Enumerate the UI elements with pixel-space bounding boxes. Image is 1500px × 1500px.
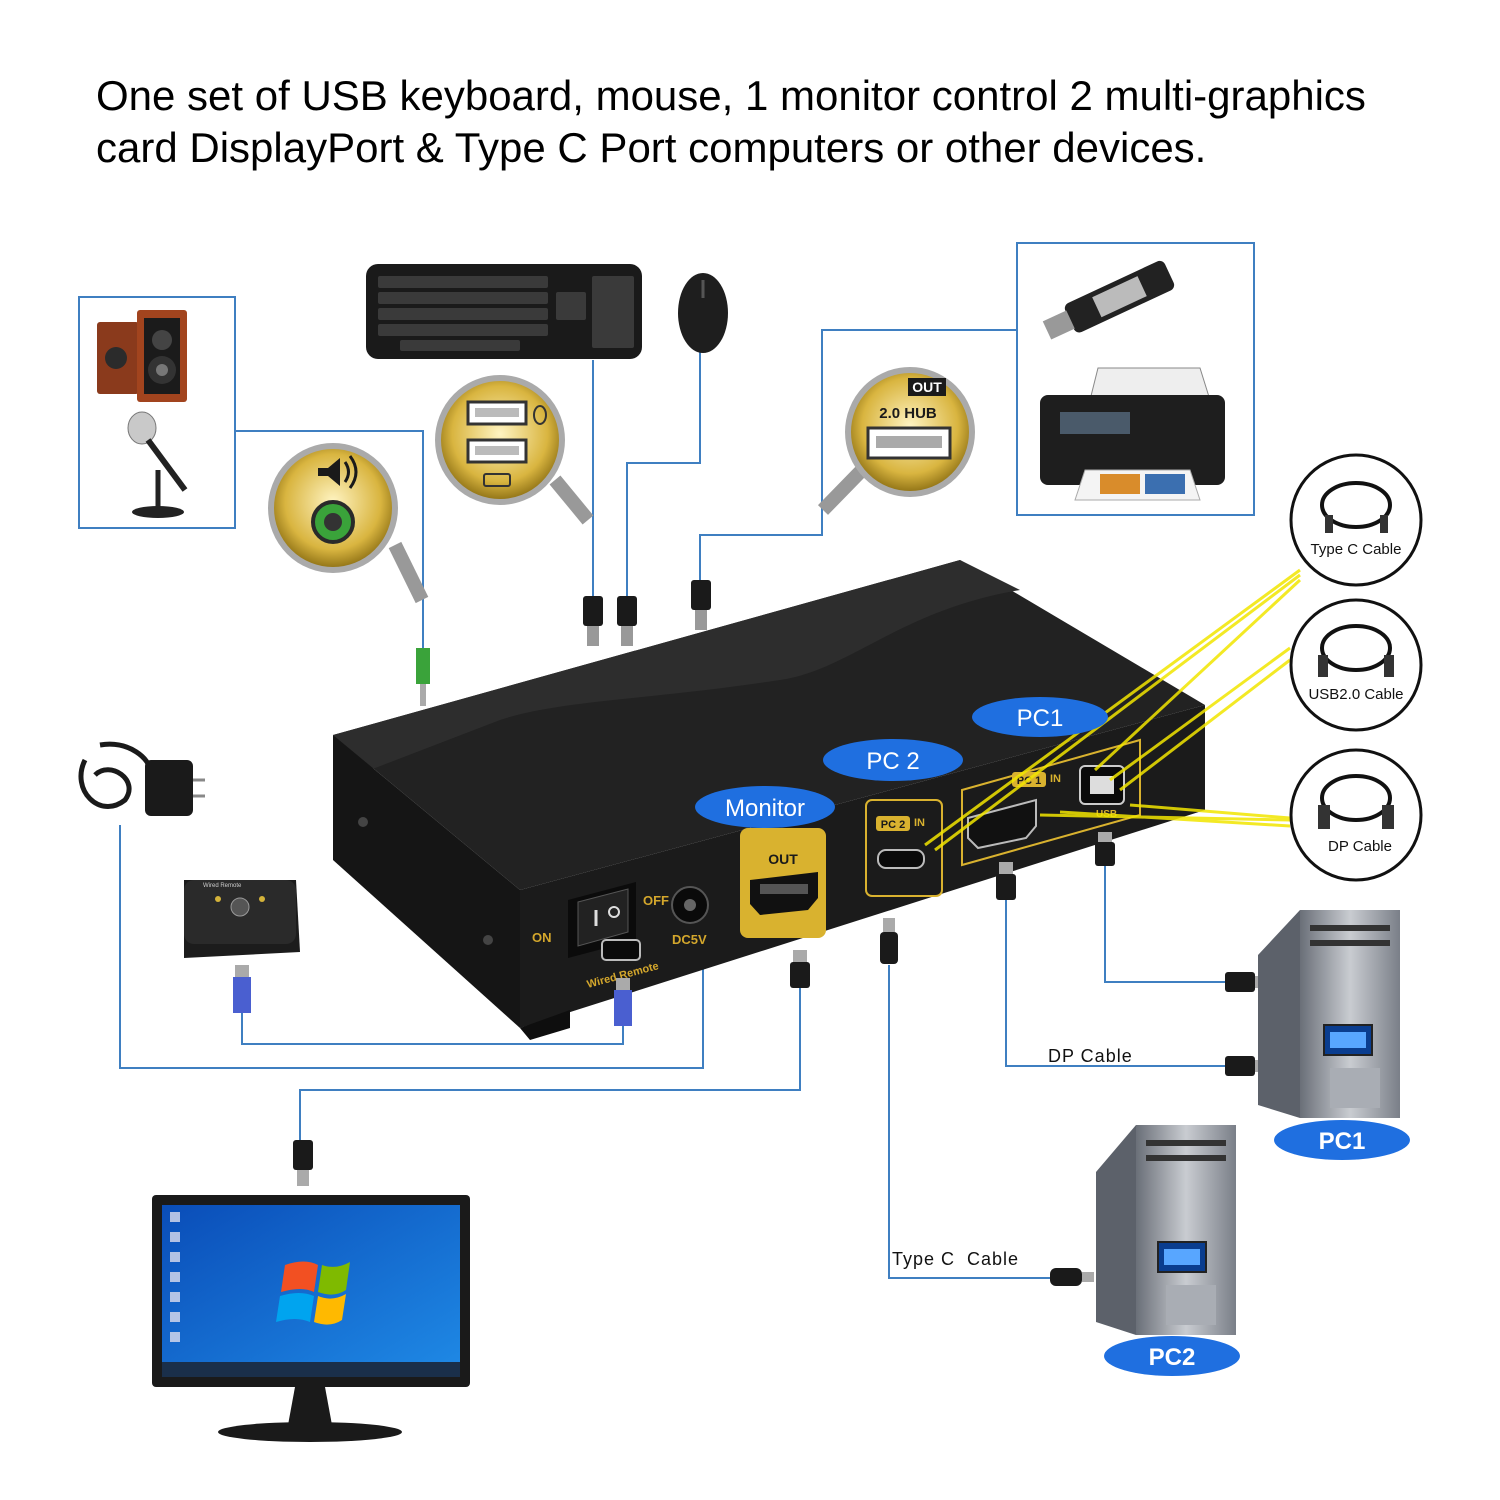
headline-line-1: One set of USB keyboard, mouse, 1 monito… bbox=[96, 72, 1366, 119]
remote-plug bbox=[614, 978, 632, 1026]
dp-line bbox=[1005, 900, 1225, 1067]
dp-cable-wire-label: DP Cable bbox=[1048, 1046, 1133, 1066]
dp-plug bbox=[790, 950, 810, 988]
off-label: OFF bbox=[643, 893, 669, 908]
speaker-volume-icon bbox=[318, 455, 358, 489]
dp-plug bbox=[996, 862, 1016, 900]
kvm-left-side bbox=[333, 735, 520, 1028]
connection-lines bbox=[119, 329, 1225, 1279]
dc5v-label: DC5V bbox=[672, 932, 707, 947]
keyboard-icon bbox=[366, 264, 642, 359]
type-c-cable-wire-label: Type C Cable bbox=[892, 1249, 1019, 1269]
headline-line-2: card DisplayPort & Type C Port computers… bbox=[96, 124, 1207, 171]
hub-line bbox=[699, 329, 1017, 590]
pc2-tower bbox=[1096, 1125, 1236, 1335]
usb-plug bbox=[691, 580, 711, 630]
monitor-callout: Monitor bbox=[695, 786, 835, 828]
usb2-cable-circle-label: USB2.0 Cable bbox=[1308, 686, 1403, 703]
typec-line bbox=[888, 965, 1050, 1279]
monitor-plug bbox=[293, 1140, 313, 1186]
remote-box-label: Wired Remote bbox=[203, 883, 242, 889]
pc1-callout: PC1 bbox=[972, 697, 1108, 737]
pc1-in-label: IN bbox=[1050, 773, 1061, 785]
remote-plug bbox=[233, 965, 251, 1013]
usb-line bbox=[1104, 865, 1225, 983]
dp-cable-circle: DP Cable bbox=[1289, 748, 1423, 882]
audio-devices-box bbox=[78, 296, 236, 529]
type-c-cable-circle: Type C Cable bbox=[1289, 453, 1423, 587]
usb-plug bbox=[583, 596, 603, 646]
usb-devices-box bbox=[1016, 242, 1255, 516]
audio-plug bbox=[416, 648, 430, 706]
typec-plug bbox=[880, 918, 898, 964]
microphone-icon bbox=[127, 411, 188, 518]
kvm-top-surface bbox=[333, 560, 1205, 890]
pc2-in-label: IN bbox=[914, 817, 925, 829]
windows-logo-icon bbox=[276, 1261, 350, 1325]
mouse-small-icon bbox=[533, 405, 547, 425]
pc2-in-port: PC 2 IN bbox=[865, 799, 943, 897]
typec-plug bbox=[1050, 1268, 1094, 1286]
pc1-callout-label: PC1 bbox=[1017, 705, 1064, 732]
monitor-callout-label: Monitor bbox=[725, 795, 805, 822]
on-label: ON bbox=[532, 930, 552, 945]
flash-drive-icon bbox=[1042, 260, 1175, 340]
monitor-out-label: OUT bbox=[768, 851, 798, 867]
mouse-line bbox=[626, 350, 701, 600]
keyboard-small-icon bbox=[483, 473, 511, 487]
kvm-switch: ON OFF DC5V Wired Remote OUT PC 2 IN bbox=[333, 560, 1205, 1040]
usb2-cable-circle: USB2.0 Cable bbox=[1289, 598, 1423, 732]
usb-plug bbox=[617, 596, 637, 646]
pc1-label-badge: PC1 bbox=[1274, 1120, 1410, 1160]
pc2-callout-label: PC 2 bbox=[866, 748, 919, 775]
audio-line bbox=[235, 430, 424, 650]
pc1-label: PC1 bbox=[1319, 1128, 1366, 1155]
speaker-icon bbox=[97, 310, 187, 402]
remote-switch: Wired Remote bbox=[184, 880, 300, 958]
hub-out-label: OUT bbox=[912, 379, 942, 395]
dp-cable-circle-label: DP Cable bbox=[1328, 838, 1392, 855]
remote-port bbox=[601, 939, 641, 961]
usb-plug bbox=[1095, 832, 1115, 866]
hub-label: 2.0 HUB bbox=[879, 405, 937, 422]
remote-line bbox=[241, 1010, 624, 1045]
monitor-out-port: OUT bbox=[740, 828, 826, 938]
headline: One set of USB keyboard, mouse, 1 monito… bbox=[96, 70, 1456, 174]
type-c-cable-circle-label: Type C Cable bbox=[1311, 541, 1402, 558]
pc2-callout: PC 2 bbox=[823, 739, 963, 781]
monitor-display bbox=[152, 1195, 470, 1442]
pc2-in-badge: PC 2 bbox=[881, 819, 905, 831]
dc-power-jack bbox=[671, 886, 709, 924]
pc2-label-badge: PC2 bbox=[1104, 1336, 1240, 1376]
cable-highlight-beams bbox=[924, 568, 1302, 852]
usb-keyboard-mouse-magnifier bbox=[435, 375, 594, 525]
audio-jack-magnifier bbox=[268, 443, 429, 604]
power-line bbox=[119, 825, 704, 1069]
pc1-tower bbox=[1258, 910, 1400, 1118]
power-adapter-icon bbox=[78, 741, 205, 816]
printer-icon bbox=[1040, 367, 1225, 501]
mouse-icon bbox=[678, 273, 728, 353]
usb-hub-magnifier: OUT 2.0 HUB bbox=[817, 367, 975, 515]
monitor-line bbox=[299, 985, 801, 1145]
pc2-label: PC2 bbox=[1149, 1344, 1196, 1371]
